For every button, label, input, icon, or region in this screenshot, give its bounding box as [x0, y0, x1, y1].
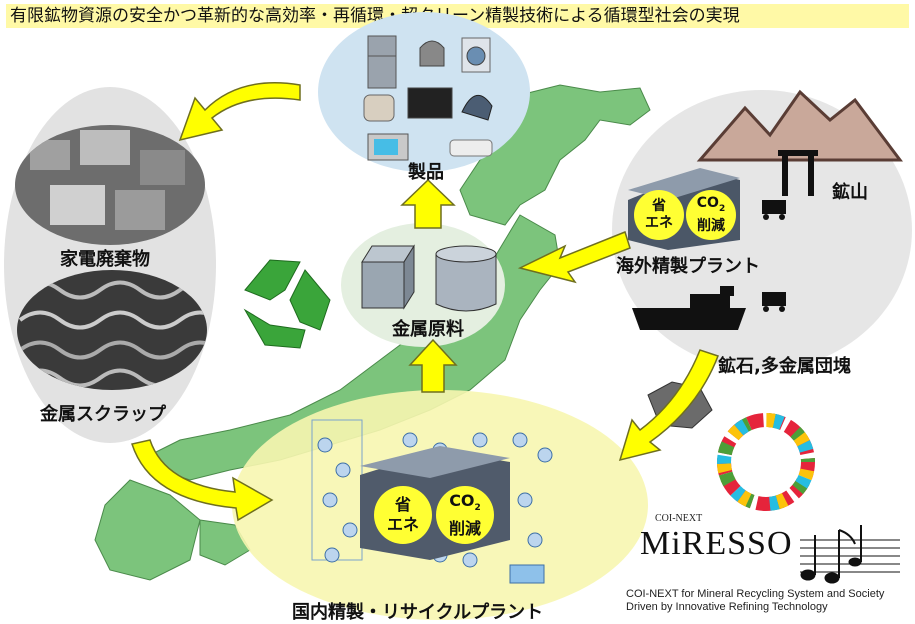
domestic-plant-label: 国内精製・リサイクルプラント [292, 602, 544, 623]
appliance-waste-label: 家電廃棄物 [60, 249, 150, 270]
mine-label: 鉱山 [832, 182, 868, 203]
recycle-icon [243, 259, 331, 349]
metal-material-label: 金属原料 [392, 319, 464, 340]
music-notes-icon [800, 525, 900, 584]
logo-top-text: COI-NEXT [655, 513, 703, 524]
co2-badge-bottom: 削減 [697, 217, 725, 234]
arrow-ore-to-plant [618, 349, 719, 462]
arrow-plant-to-material [408, 338, 458, 393]
energy-saving-badge: 省 エネ [634, 190, 684, 240]
flow-arrows [131, 82, 719, 522]
domestic-energy-badge-bottom: エネ [386, 515, 419, 534]
sdgs-wheel-icon [717, 413, 815, 511]
mountain-icons [696, 89, 903, 162]
domestic-co2-badge-bottom: 削減 [448, 518, 481, 538]
domestic-energy-badge-top: 省 [394, 495, 411, 514]
domestic-co2-subscript: 2 [474, 503, 481, 514]
logo-subtitle-line1: COI-NEXT for Mineral Recycling System an… [626, 588, 885, 600]
arrow-material-to-products [400, 178, 456, 229]
product-icons [363, 35, 493, 161]
domestic-energy-saving-badge: 省 エネ [374, 486, 432, 544]
ship-icon [632, 286, 746, 330]
energy-badge-bottom: エネ [645, 215, 673, 231]
arrow-products-to-waste [178, 82, 301, 142]
arrow-overseas-to-material [517, 231, 631, 284]
co2-subscript: 2 [718, 203, 726, 214]
logo-subtitle: COI-NEXT for Mineral Recycling System an… [626, 588, 884, 614]
co2-badge-top: CO2 [686, 195, 736, 218]
metal-scrap-label: 金属スクラップ [40, 404, 166, 425]
appliance-waste-photo [15, 125, 205, 245]
arrow-scrap-to-plant [131, 439, 274, 522]
mine-entrance-icon [778, 150, 818, 196]
energy-badge-top: 省 [652, 198, 666, 214]
process-diagram [311, 419, 553, 584]
overseas-plant-label: 海外精製プラント [616, 256, 760, 277]
metal-blocks-icon [361, 244, 497, 312]
logo-wordmark: MiRESSO [640, 525, 793, 562]
logo-subtitle-line2: Driven by Innovative Refining Technology [626, 601, 828, 613]
domestic-co2-badge-top: CO2 [436, 491, 494, 518]
ore-label: 鉱石,多金属団塊 [718, 356, 851, 377]
co2-text: CO [696, 195, 719, 212]
ore-cart-icons [762, 200, 786, 312]
co2-reduction-badge: CO2 削減 [686, 190, 736, 240]
products-label: 製品 [408, 162, 444, 183]
domestic-co2-text: CO [449, 491, 475, 511]
domestic-co2-reduction-badge: CO2 削減 [436, 486, 494, 544]
